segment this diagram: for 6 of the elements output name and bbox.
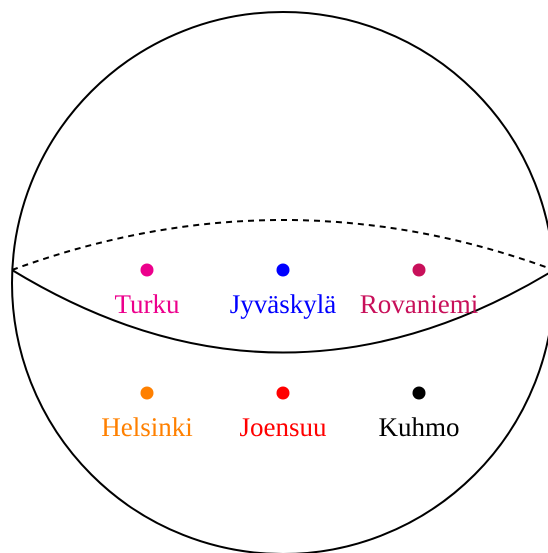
city-label: Rovaniemi (360, 291, 478, 318)
city-label: Helsinki (101, 414, 193, 441)
city-label: Jyväskylä (230, 291, 336, 318)
city-label: Kuhmo (378, 414, 460, 441)
city-label: Joensuu (240, 414, 326, 441)
city-label: Turku (114, 291, 180, 318)
